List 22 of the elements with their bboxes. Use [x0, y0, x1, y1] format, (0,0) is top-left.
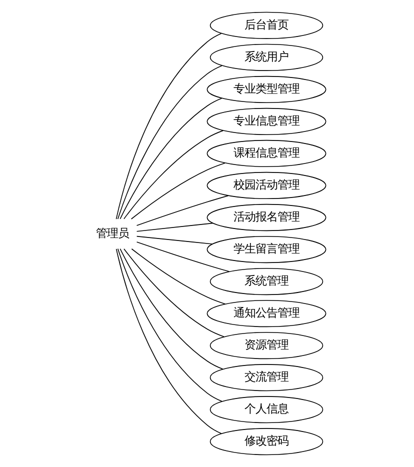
node-ellipse: 专业信息管理 [206, 108, 326, 136]
node-ellipse: 专业类型管理 [206, 76, 326, 103]
node-ellipse: 通知公告管理 [206, 300, 326, 328]
connector [120, 248, 224, 370]
node-ellipse: 校园活动管理 [206, 172, 326, 200]
node-ellipse: 活动报名管理 [206, 204, 326, 232]
node-ellipse: 课程信息管理 [206, 140, 326, 168]
connector [136, 222, 214, 232]
node-ellipse: 个人信息 [210, 396, 324, 424]
node-ellipse: 交流管理 [210, 364, 324, 392]
connector [116, 248, 222, 434]
node-ellipse: 系统用户 [210, 44, 324, 71]
connector [116, 33, 222, 220]
connector [117, 248, 222, 402]
node-text: 管理员 [96, 226, 129, 240]
node-ellipse: 修改密码 [210, 428, 324, 456]
node-ellipse: 系统管理 [210, 268, 324, 296]
node-ellipse: 后台首页 [210, 12, 324, 39]
connector [117, 65, 222, 220]
node-ellipse: 学生留言管理 [206, 236, 326, 264]
connector [136, 236, 213, 244]
node-ellipse: 资源管理 [210, 332, 324, 360]
